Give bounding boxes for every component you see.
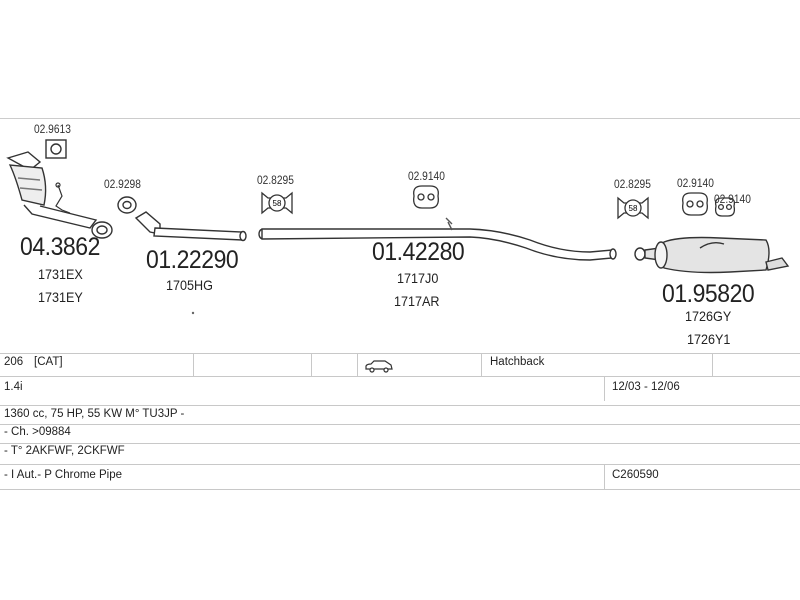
rear-silencer-part-number[interactable]: 01.95820 [662,280,755,308]
catalyst-part-number[interactable]: 04.3862 [20,233,100,261]
info-row-chassis: - Ch. >09884 [0,424,800,443]
production-years: 12/03 - 12/06 [612,381,680,393]
model-name: 206 [4,356,24,368]
badge-58-a: 58 [273,199,282,208]
hanger-1-icon[interactable] [413,185,439,209]
clamp-4-label[interactable]: 02.9140 [408,169,445,183]
diagram-top-border [0,118,800,119]
car-icon [365,360,393,373]
catalyst-tag: [CAT] [34,356,63,368]
info-row-model: 206 [CAT] Hatchback [0,353,800,376]
sensor-icon [55,182,71,214]
middle-pipe-part-number[interactable]: 01.42280 [372,238,465,266]
divider [481,354,482,376]
catalyst-ref-1: 1731EX [38,266,83,282]
clamp-1-icon[interactable] [45,139,67,159]
vehicle-code: C260590 [612,469,659,481]
divider [604,465,605,489]
info-row-engine: 1.4i 12/03 - 12/06 [0,376,800,401]
info-row-type: - T° 2AKFWF, 2CKFWF [0,443,800,464]
engine-spec: 1360 cc, 75 HP, 55 KW M° TU3JP - [4,408,185,420]
body-type: Hatchback [490,356,545,368]
engine-size: 1.4i [4,381,23,393]
clamp-7-label[interactable]: 02.9140 [714,192,751,206]
front-pipe-part-number[interactable]: 01.22290 [146,246,239,274]
front-pipe-ref: 1705HG [166,277,213,293]
divider [311,354,312,376]
divider [193,354,194,376]
badge-58-b: 58 [629,204,638,213]
middle-pipe-icon[interactable] [258,217,617,261]
divider [357,354,358,376]
clamp-1-label[interactable]: 02.9613 [34,122,71,136]
middle-pipe-ref-1: 1717J0 [397,270,439,286]
hanger-2-icon[interactable] [682,192,708,216]
clamp-6-label[interactable]: 02.9140 [677,176,714,190]
options: - I Aut.- P Chrome Pipe [4,469,123,481]
clamp-5-label[interactable]: 02.8295 [614,177,651,191]
rear-silencer-ref-2: 1726Y1 [687,331,731,347]
catalyst-ref-2: 1731EY [38,289,83,305]
rear-silencer-icon[interactable] [634,236,790,274]
divider [712,354,713,376]
middle-pipe-ref-2: 1717AR [394,293,440,309]
marker-dot [191,311,195,315]
clamp-5-icon[interactable] [617,196,649,220]
divider [604,377,605,401]
gasket-icon[interactable] [117,196,137,214]
exhaust-diagram: 58 58 [6,139,790,315]
rear-silencer-ref-1: 1726GY [685,308,732,324]
vehicle-info-table: 206 [CAT] Hatchback 1.4i 12/03 - 12/06 1… [0,353,800,490]
front-pipe-icon[interactable] [134,211,247,242]
catalyst-icon[interactable] [6,151,113,239]
clamp-3-icon[interactable] [261,191,293,215]
chassis-number: - Ch. >09884 [4,426,71,438]
clamp-3-label[interactable]: 02.8295 [257,173,294,187]
hanger-3-icon[interactable] [714,197,736,217]
type-codes: - T° 2AKFWF, 2CKFWF [4,445,125,457]
info-row-options: - I Aut.- P Chrome Pipe C260590 [0,464,800,490]
clamp-2-label[interactable]: 02.9298 [104,177,141,191]
info-row-spec: 1360 cc, 75 HP, 55 KW M° TU3JP - [0,405,800,424]
